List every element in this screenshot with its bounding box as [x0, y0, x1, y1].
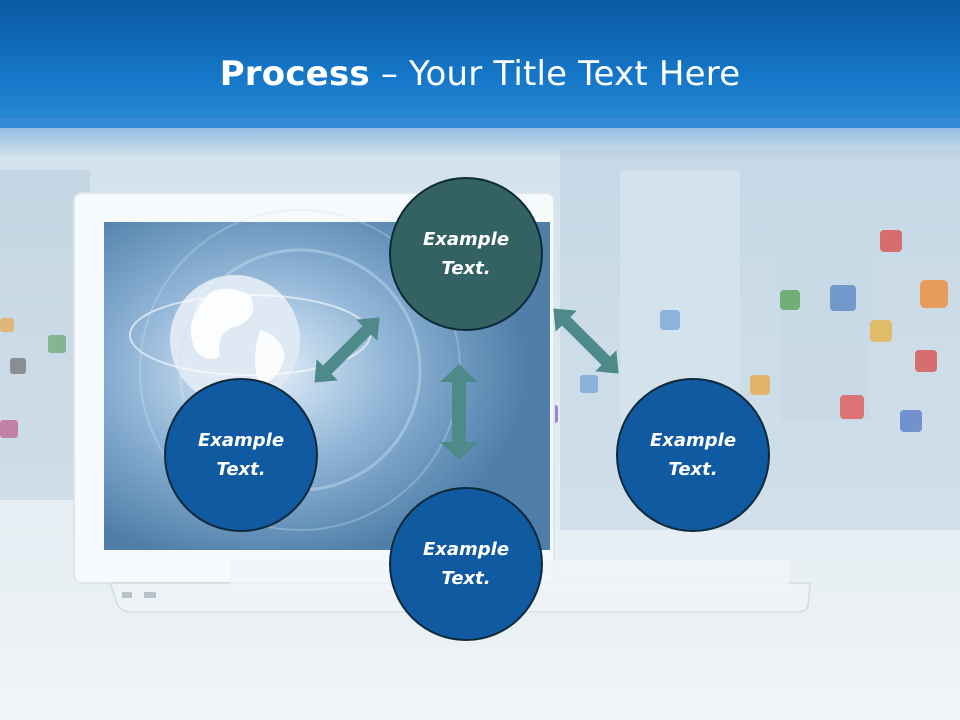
- node-top-label: Example Text.: [422, 229, 510, 279]
- node-right-label: Example Text.: [649, 430, 737, 480]
- title-bold: Process: [219, 54, 370, 94]
- header-bar: [0, 0, 960, 128]
- slide-title[interactable]: Process – Your Title Text Here: [0, 52, 960, 96]
- arrow-top-left: [314, 317, 380, 383]
- node-bottom[interactable]: Example Text.: [389, 487, 543, 641]
- header-fade: [0, 118, 960, 158]
- arrow-top-right: [553, 308, 619, 374]
- node-left[interactable]: Example Text.: [164, 378, 318, 532]
- node-bottom-label: Example Text.: [422, 539, 510, 589]
- arrow-vertical: [440, 364, 478, 460]
- title-rest: – Your Title Text Here: [369, 54, 741, 94]
- node-right[interactable]: Example Text.: [616, 378, 770, 532]
- node-top[interactable]: Example Text.: [389, 177, 543, 331]
- node-left-label: Example Text.: [197, 430, 285, 480]
